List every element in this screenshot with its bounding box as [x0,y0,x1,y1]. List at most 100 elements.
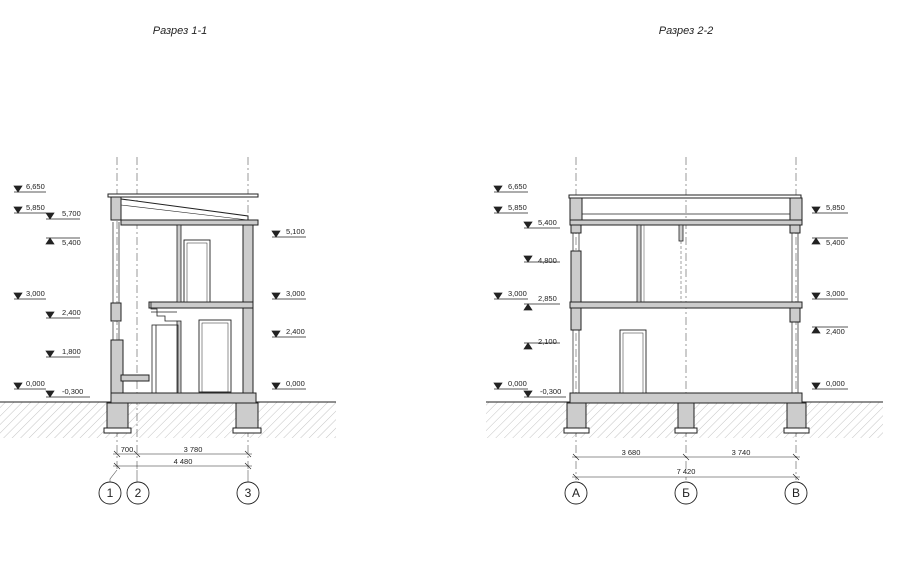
level-label: 2,400 [62,308,81,317]
wall-a-top [570,224,582,234]
level-label: -0,300 [62,387,83,396]
level-markers-left: 6,650 5,850 3,000 0,000 5,400 4,800 2,85… [493,182,566,398]
dimension-label: 3 740 [732,448,751,457]
level-markers-right: 5,100 3,000 2,400 0,000 [271,227,306,390]
roof-parapet [568,194,802,199]
axis-leaders [109,469,249,483]
level-label: 3,000 [508,289,527,298]
footing-b [674,427,698,434]
door [619,329,647,394]
roof-slab [120,219,259,226]
section-1-1: Разрез 1-1 [0,25,336,505]
floor-slab-2 [569,301,803,309]
door-lower-leaf [201,322,229,393]
foundation-c [786,402,807,431]
roof-edge-right [789,197,803,221]
right-wall [242,224,254,394]
axis-label: В [792,486,800,500]
level-label: 5,850 [826,203,845,212]
left-wall-low [110,339,124,394]
partition-upper [176,224,182,303]
roof-slope [120,198,249,221]
axis-markers: А Б В [564,481,808,505]
footing-left [103,427,132,434]
foundation-b [677,402,695,431]
level-label: 0,000 [826,379,845,388]
axis-label: 2 [135,486,142,500]
axis-markers: 1 2 3 [98,481,260,505]
level-label: 5,400 [538,218,557,227]
level-label: 2,400 [286,327,305,336]
level-label: 2,400 [826,327,845,336]
level-label: 5,100 [286,227,305,236]
door-upper-leaf [186,242,208,303]
axis-label: А [572,486,580,500]
ground-floor-slab [110,392,257,404]
level-label: 3,000 [826,289,845,298]
level-label: 6,650 [26,182,45,191]
level-label: 3,000 [286,289,305,298]
axis-marker-a [564,481,588,505]
dimension-label: 4 480 [174,457,193,466]
dimension-label: 700 [121,445,134,454]
section-2-2: Разрез 2-2 [486,25,883,505]
wall-c-top [789,224,801,234]
level-markers-left: 6,650 5,850 3,000 2,400 1,800 0,000 5,70… [13,182,90,398]
wall-a-mid [570,307,582,331]
level-label: 0,000 [286,379,305,388]
axis-label: 1 [107,486,114,500]
wall-c-mid [789,307,801,323]
section-2-2-title: Разрез 2-2 [659,25,714,37]
level-label: 2,100 [538,337,557,346]
level-label: 5,700 [62,209,81,218]
axis-marker-2 [126,481,150,505]
level-label: 5,850 [508,203,527,212]
roof-slab [569,219,803,226]
door-upper [183,239,211,303]
level-label: 5,850 [26,203,45,212]
floor-slab-2 [148,301,254,309]
level-label: 5,400 [826,238,845,247]
partition-upper [636,224,642,303]
axis-marker-b [674,481,698,505]
level-label: 1,800 [62,347,81,356]
ground-hatch [0,402,336,438]
ground-floor-slab [569,392,803,404]
wall-a-upper [570,250,582,303]
left-wall-top [110,195,122,221]
stair [150,302,179,394]
roof-edge-left [569,197,583,221]
dimension-label: 3 780 [184,445,203,454]
level-label: 4,800 [538,256,557,265]
dimension-lines [572,453,800,481]
partition-lower [176,320,182,394]
level-label: -0,300 [540,387,561,396]
foundation-a [566,402,587,431]
roof-parapet [107,193,259,198]
partition-stub [678,224,684,242]
door-leaf [622,332,644,394]
foundation-right [235,402,259,431]
dimension-label: 7 420 [677,467,696,476]
axis-marker-c [784,481,808,505]
axis-marker-3 [236,481,260,505]
level-markers-right: 5,850 5,400 3,000 2,400 0,000 [811,203,848,390]
door-lower [198,319,232,393]
level-label: 3,000 [26,289,45,298]
left-wall-mid [110,302,122,322]
axis-marker-1 [98,481,122,505]
axis-label: 3 [245,486,252,500]
level-label: 0,000 [26,379,45,388]
level-label: 5,400 [62,238,81,247]
dimension-lines [113,450,252,470]
roof-insulation-line [120,204,249,221]
kitchen-counter [120,374,150,382]
level-label: 2,850 [538,294,557,303]
dimension-label: 3 680 [622,448,641,457]
level-label: 6,650 [508,182,527,191]
level-label: 0,000 [508,379,527,388]
footing-a [563,427,590,434]
footing-right [232,427,262,434]
axis-label: Б [682,486,690,500]
